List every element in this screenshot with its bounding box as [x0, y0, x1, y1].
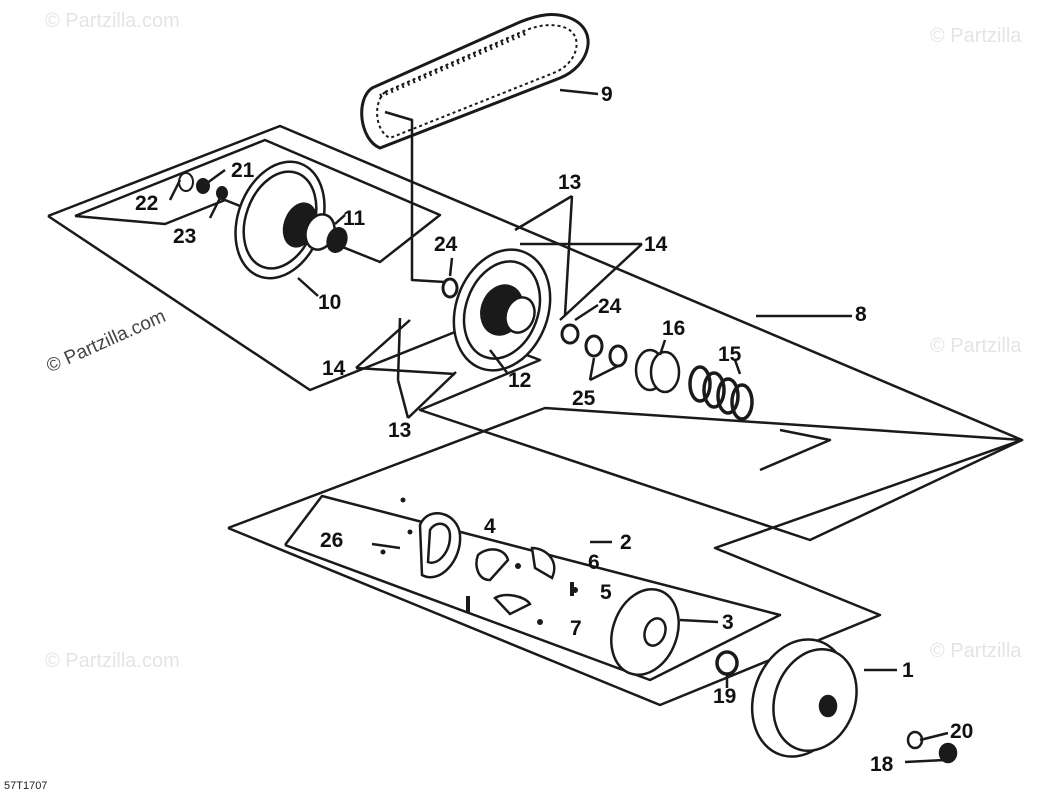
callout-8: 8: [855, 303, 867, 326]
callout-23: 23: [173, 225, 197, 248]
callout-13-upper: 13: [558, 171, 582, 194]
clutch-carrier: [610, 587, 680, 677]
callout-13-lower: 13: [388, 419, 412, 442]
callout-12: 12: [508, 369, 532, 392]
callout-21: 21: [231, 159, 255, 182]
callout-1: 1: [902, 659, 914, 682]
callout-10: 10: [318, 291, 342, 314]
belt-guide-line: [384, 110, 446, 284]
diagram-code: 57T1707: [4, 780, 48, 792]
assembly-frame-upper-inner: [74, 138, 442, 264]
callout-2: 2: [620, 531, 632, 554]
assembly-frame-upper: [47, 124, 1024, 542]
callout-16: 16: [662, 317, 686, 340]
callout-9: 9: [601, 83, 613, 106]
callout-22: 22: [135, 192, 159, 215]
callout-24-upper: 24: [434, 233, 458, 256]
callout-20: 20: [950, 720, 974, 743]
callout-4: 4: [484, 515, 496, 538]
clutch-outer: [750, 638, 858, 758]
watermark: © Partzilla: [930, 25, 1022, 47]
callout-3: 3: [722, 611, 734, 634]
clutch-pins: [380, 497, 578, 625]
collar: [634, 348, 681, 394]
callout-14-lower: 14: [322, 357, 346, 380]
spring: [688, 365, 754, 421]
callout-25: 25: [572, 387, 596, 410]
callout-6: 6: [588, 551, 600, 574]
watermark: © Partzilla: [930, 335, 1022, 357]
watermark: © Partzilla.com: [45, 650, 180, 672]
assembly-frame-lower: [227, 406, 1024, 707]
callout-26: 26: [320, 529, 344, 552]
drive-face: [234, 160, 348, 280]
callout-5: 5: [600, 581, 612, 604]
callout-14-upper: 14: [644, 233, 668, 256]
callout-18: 18: [870, 753, 894, 776]
washer-19: [715, 650, 739, 676]
callout-24-lower: 24: [598, 295, 622, 318]
drive-belt: [360, 13, 590, 150]
movable-drive-face: [452, 248, 552, 372]
watermark: © Partzilla: [930, 640, 1022, 662]
leader-lines: [168, 88, 949, 764]
box-line-8: [759, 428, 832, 472]
callout-11: 11: [343, 207, 366, 230]
clutch-shoes: [475, 546, 556, 616]
callout-15: 15: [718, 343, 742, 366]
assembly-frame-lower-inner: [284, 494, 782, 682]
callout-7: 7: [570, 617, 582, 640]
callout-19: 19: [713, 685, 737, 708]
watermark: © Partzilla.com: [45, 10, 180, 32]
clutch-plate: [418, 512, 462, 579]
